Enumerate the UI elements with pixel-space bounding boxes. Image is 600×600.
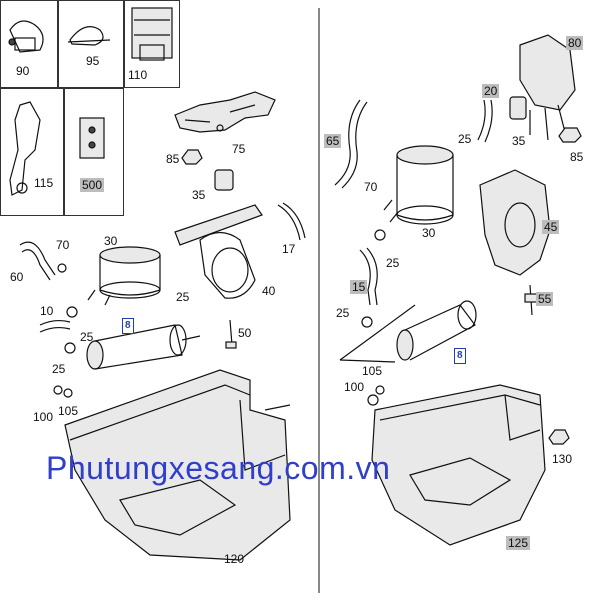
label-right-30[interactable]: 30: [422, 226, 436, 240]
hose-20-drawing: [477, 99, 493, 143]
label-left-105[interactable]: 105: [58, 404, 79, 418]
bracket-110-drawing: [131, 7, 173, 61]
thumb-label-110: 110: [128, 68, 148, 82]
bolt-50-drawing: [225, 319, 237, 349]
label-left-17[interactable]: 17: [282, 242, 296, 256]
line-17-drawing: [277, 202, 306, 241]
plate-500-drawing: [79, 117, 105, 159]
accumulator-30r-drawing: [383, 145, 454, 225]
bracket-left-drawing: [174, 204, 263, 246]
label-left-40[interactable]: 40: [262, 284, 276, 298]
accumulator-30-drawing: [87, 246, 161, 306]
thumb-label-115: 115: [34, 176, 54, 190]
bracket-80-drawing: [519, 34, 576, 141]
clip-35r-drawing: [509, 96, 527, 120]
label-left-25b[interactable]: 25: [52, 362, 66, 376]
label-right-selected-8[interactable]: 8: [454, 348, 466, 364]
label-right-65[interactable]: 65: [324, 134, 342, 148]
bracket-75-drawing: [174, 91, 276, 133]
hose-10-drawing: [39, 319, 71, 333]
label-left-50[interactable]: 50: [238, 326, 252, 340]
bracket-45-drawing: [479, 169, 551, 276]
tank-left-drawing: [64, 369, 291, 561]
label-left-30[interactable]: 30: [104, 234, 118, 248]
thumb-500[interactable]: [64, 88, 124, 216]
clamp-40-drawing: [199, 231, 256, 299]
label-left-25c[interactable]: 25: [176, 290, 190, 304]
label-left-120[interactable]: 120: [224, 552, 245, 566]
thumb-115[interactable]: [0, 88, 64, 216]
label-left-85[interactable]: 85: [166, 152, 180, 166]
rings-right-drawing: [361, 229, 570, 445]
label-left-60[interactable]: 60: [10, 270, 24, 284]
thumb-110[interactable]: [124, 0, 180, 88]
label-right-105[interactable]: 105: [362, 364, 383, 378]
thumb-label-95: 95: [86, 54, 100, 68]
label-right-25a[interactable]: 25: [458, 132, 472, 146]
label-left-selected-8[interactable]: 8: [122, 318, 134, 334]
thumb-90[interactable]: [0, 0, 58, 88]
label-left-70[interactable]: 70: [56, 238, 70, 252]
label-right-35[interactable]: 35: [512, 134, 526, 148]
nut-85r-drawing: [558, 127, 582, 143]
thumb-label-500: 500: [80, 178, 105, 192]
hose-15-drawing: [359, 247, 378, 306]
label-left-10[interactable]: 10: [40, 304, 54, 318]
label-left-100[interactable]: 100: [33, 410, 54, 424]
thumb-95[interactable]: [58, 0, 124, 88]
clip-95-drawing: [67, 26, 111, 46]
label-right-25b[interactable]: 25: [386, 256, 400, 270]
rings-left-drawing: [53, 263, 78, 398]
label-right-85[interactable]: 85: [570, 150, 584, 164]
fuel-pump-left-drawing: [86, 324, 201, 370]
hose-65-drawing: [334, 99, 368, 189]
clip-35-drawing: [214, 169, 234, 191]
hose-60-drawing: [19, 241, 56, 281]
label-left-25a[interactable]: 25: [80, 330, 94, 344]
label-right-20[interactable]: 20: [482, 84, 500, 98]
label-right-80[interactable]: 80: [566, 36, 584, 50]
label-right-130[interactable]: 130: [552, 452, 573, 466]
label-right-125[interactable]: 125: [506, 536, 531, 550]
thumb-label-90: 90: [16, 64, 30, 78]
fuel-pump-right-drawing: [396, 300, 477, 361]
clamp-90-drawing: [8, 20, 44, 53]
label-right-25c[interactable]: 25: [336, 306, 350, 320]
label-right-70[interactable]: 70: [364, 180, 378, 194]
label-right-45[interactable]: 45: [542, 220, 560, 234]
label-right-100[interactable]: 100: [344, 380, 365, 394]
label-left-75[interactable]: 75: [232, 142, 246, 156]
label-left-35[interactable]: 35: [192, 188, 206, 202]
panel-divider: [318, 8, 320, 593]
label-right-55[interactable]: 55: [536, 292, 554, 306]
tank-right-drawing: [371, 384, 546, 546]
watermark: Phutungxesang.com.vn: [46, 450, 391, 486]
label-right-15[interactable]: 15: [350, 280, 368, 294]
nut-85-drawing: [181, 149, 203, 165]
bracket-115-drawing: [9, 101, 41, 196]
